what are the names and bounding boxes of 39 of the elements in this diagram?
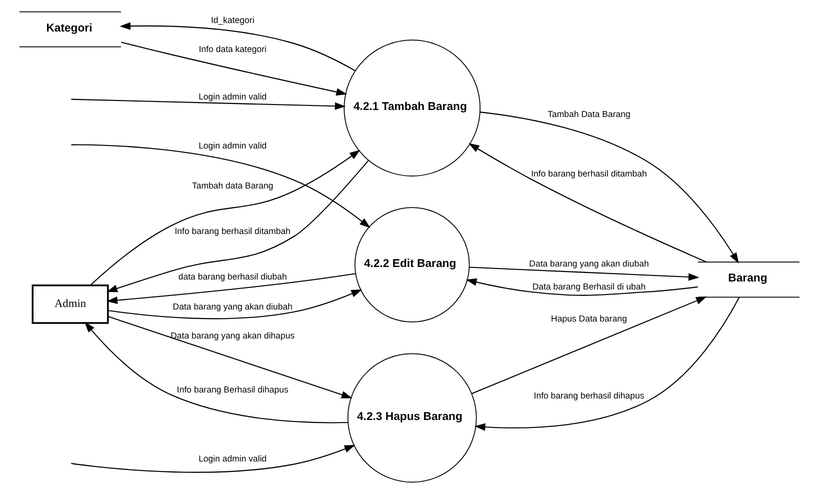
arrow	[120, 22, 356, 72]
arrow	[121, 42, 348, 96]
arrow	[108, 316, 352, 398]
edge-label: data barang berhasil diubah	[178, 272, 287, 282]
arrow	[108, 289, 362, 320]
edge-label: Info barang berhasil dihapus	[534, 390, 644, 401]
arrow	[469, 266, 700, 281]
node-circle: 4.2.3 Hapus Barang	[347, 353, 477, 483]
edge-label: Hapus Data barang	[551, 314, 627, 324]
edge-label: Info barang Berhasil dihapus	[176, 384, 288, 395]
arrow	[468, 143, 707, 262]
edge-label: Tambah data Barang	[192, 180, 274, 191]
arrow	[71, 444, 356, 473]
arrow	[474, 296, 740, 431]
arrow	[71, 144, 370, 228]
edge-label: Data barang yang akan diubah	[172, 301, 292, 312]
arrow	[90, 150, 360, 286]
arrow	[480, 112, 739, 264]
arrow	[106, 160, 369, 292]
edge-label: Info barang berhasil ditambah	[174, 226, 291, 236]
node-text: Barang	[728, 272, 768, 285]
arrow	[106, 273, 356, 304]
edge-label: Login admin valid	[198, 454, 267, 464]
edge-label: Login admin valid	[198, 91, 267, 102]
edge-label: Data barang Berhasil di ubah	[532, 281, 646, 292]
edge-label: Info data kategori	[198, 44, 266, 54]
node-text: Kategori	[46, 22, 92, 34]
arrow	[71, 98, 346, 110]
edge-label: Tambah Data Barang	[548, 108, 630, 119]
edge-label: Id_kategori	[210, 15, 254, 26]
node-box: Admin	[32, 284, 109, 324]
arrow	[472, 296, 707, 394]
edge-label: Info barang berhasil ditambah	[531, 168, 647, 178]
arrow	[84, 322, 348, 424]
edge-label: Data barang yang akan dihapus	[170, 330, 295, 340]
node-circle: 4.2.2 Edit Barang	[354, 207, 470, 322]
arrow	[466, 278, 698, 296]
edge-label: Login admin valid	[198, 140, 267, 150]
edge-label: Data barang yang akan diubah	[529, 258, 649, 268]
